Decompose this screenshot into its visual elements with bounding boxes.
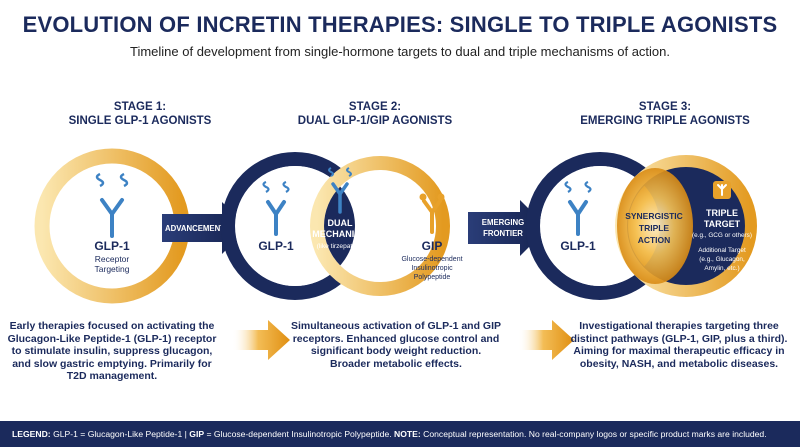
legend-glp-def: GLP-1 = Glucagon-Like Peptide-1 | — [53, 429, 187, 439]
legend-note-text: Conceptual representation. No real-compa… — [423, 429, 767, 439]
advancement-label: ADVANCEMENT — [165, 224, 225, 233]
gip-sub-2: Insulinotropic — [411, 265, 453, 272]
page-title: EVOLUTION OF INCRETIN THERAPIES: SINGLE … — [22, 12, 778, 37]
dual-mechanism-line2: MECHANISM — [312, 229, 368, 239]
emerging-label-1: EMERGING — [482, 218, 524, 227]
synergistic-lens — [617, 168, 693, 284]
stage-3-description: Investigational therapies targeting thre… — [570, 320, 788, 370]
triple-line2: TARGET — [704, 219, 741, 229]
gip-sub-3: Polypeptide — [414, 274, 451, 281]
stage-2-label-line2: DUAL GLP-1/GIP AGONISTS — [297, 115, 453, 127]
triple-line1: TRIPLE — [706, 208, 738, 218]
additional-2: (e.g., Glucagon, — [699, 256, 745, 263]
gip-name: GIP — [422, 239, 443, 253]
stage-1-description: Early therapies focused on activating th… — [7, 320, 217, 382]
stage-3-receptor-name: GLP-1 — [560, 239, 596, 253]
legend-note-label: NOTE: — [394, 429, 421, 439]
stage-1-label-line2: SINGLE GLP-1 AGONISTS — [68, 115, 212, 127]
dual-mechanism-line1: DUAL — [328, 218, 353, 228]
stage-3-label-line1: STAGE 3: — [638, 101, 692, 113]
stage-3-glp1-icon — [564, 180, 592, 236]
stage-2-receptor-name: GLP-1 — [258, 239, 294, 253]
legend-label: LEGEND: — [12, 429, 51, 439]
gip-sub-1: Glucose-dependent — [401, 256, 462, 263]
stage-3-label: STAGE 3: EMERGING TRIPLE AGONISTS — [555, 100, 775, 128]
gold-arrow-1 — [232, 320, 290, 360]
stage-2-gip-ring — [310, 156, 450, 296]
legend-gip-def: = Glucose-dependent Insulinotropic Polyp… — [206, 429, 392, 439]
synergistic-line3: ACTION — [638, 235, 671, 245]
stage-1-receptor-name: GLP-1 — [94, 239, 130, 253]
additional-1: Additional Target — [698, 247, 746, 254]
stage-2-label-line1: STAGE 2: — [348, 101, 402, 113]
stage-1-label-line1: STAGE 1: — [113, 101, 167, 113]
gip-receptor-icon — [419, 193, 445, 234]
triple-target-icon — [713, 181, 731, 199]
glp1-receptor-icon — [95, 172, 129, 238]
dual-mechanism-sub: (like tirzepatide) — [317, 243, 364, 250]
additional-3: Amylin, etc.) — [704, 265, 739, 272]
legend-gip-abbr: GIP — [189, 429, 205, 439]
stage-2-glp1-icon — [262, 180, 290, 236]
stage-3-label-line2: EMERGING TRIPLE AGONISTS — [580, 115, 750, 127]
stage-2-label: STAGE 2: DUAL GLP-1/GIP AGONISTS — [265, 100, 485, 128]
gold-arrow-2 — [518, 320, 574, 360]
legend-bar: LEGEND: GLP-1 = Glucagon-Like Peptide-1 … — [0, 421, 800, 447]
stage-1-receptor-sub-2: Targeting — [95, 264, 130, 274]
triple-sub: (e.g., GCG or others) — [692, 232, 752, 239]
stage-2-description: Simultaneous activation of GLP-1 and GIP… — [290, 320, 502, 370]
stage-1-label: STAGE 1: SINGLE GLP-1 AGONISTS — [30, 100, 250, 128]
synergistic-line2: TRIPLE — [639, 223, 670, 233]
dual-mechanism-icon — [328, 167, 352, 214]
page-subtitle: Timeline of development from single-horm… — [129, 44, 670, 59]
stage-1-receptor-sub-1: Receptor — [95, 254, 130, 264]
emerging-label-2: FRONTIER — [483, 229, 523, 238]
synergistic-line1: SYNERGISTIC — [625, 211, 683, 221]
